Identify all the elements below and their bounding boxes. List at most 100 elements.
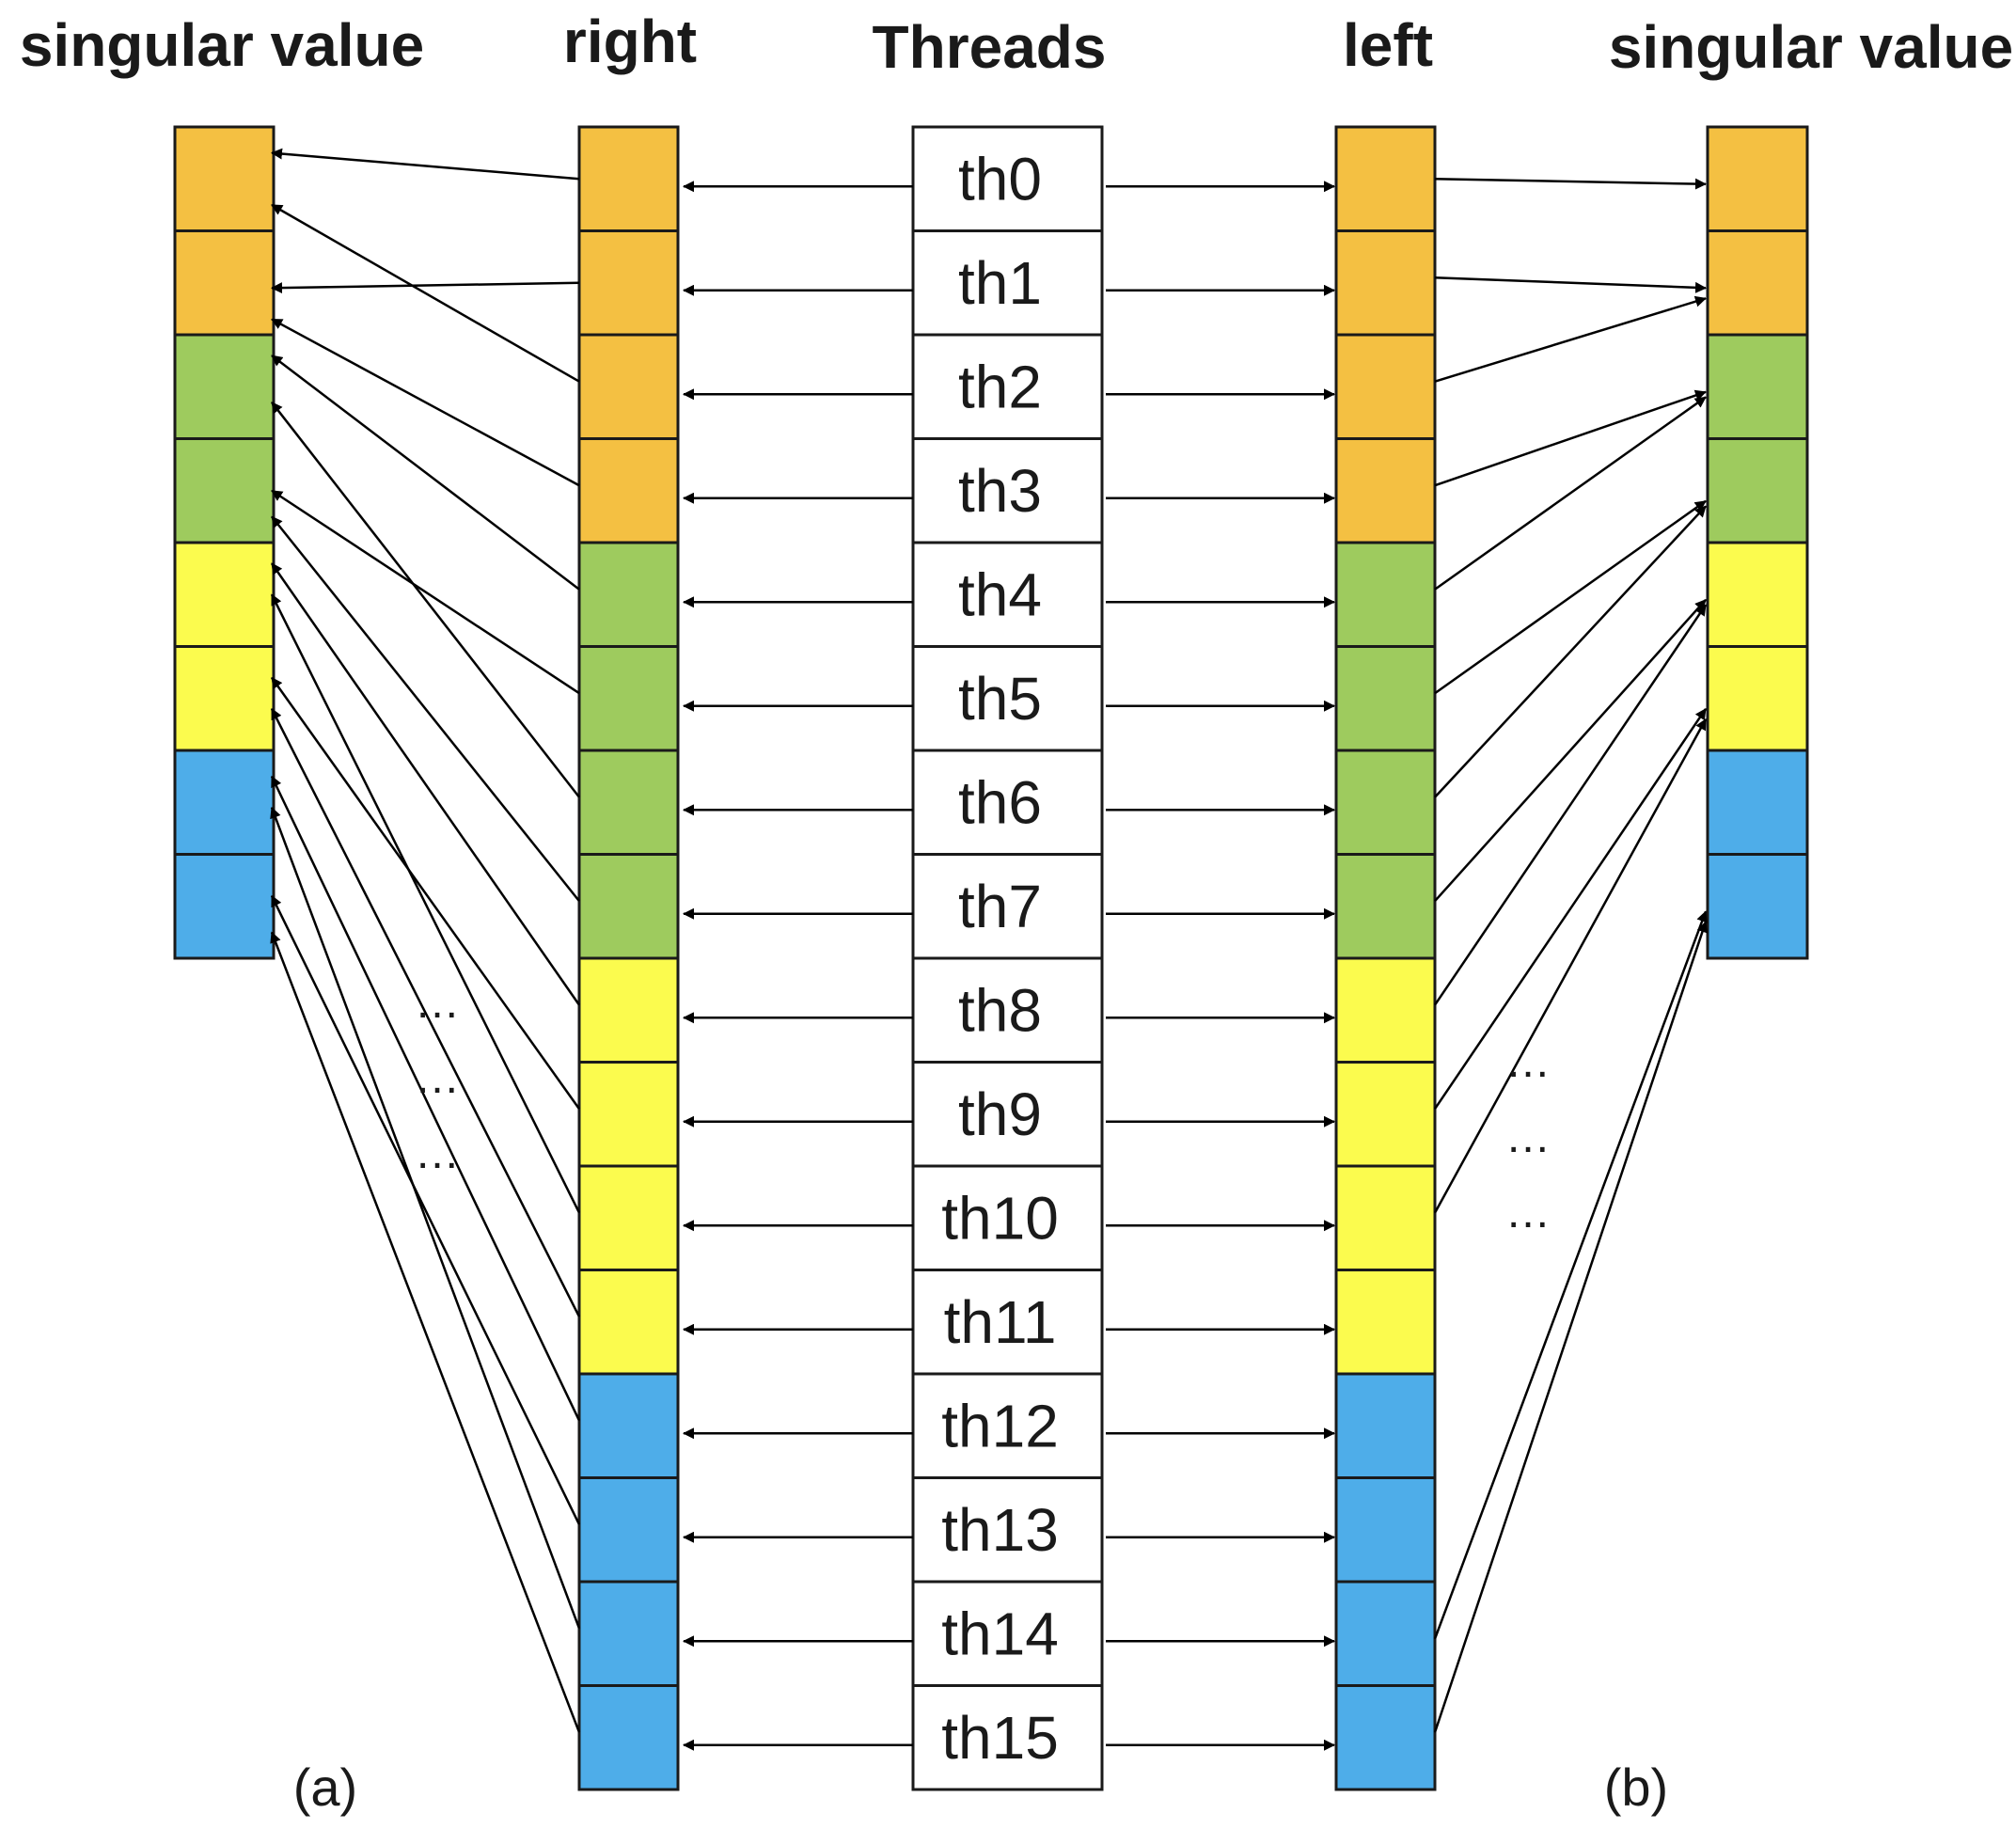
right-cell-8 (577, 956, 680, 1064)
singular-value-a-cell-4 (173, 541, 276, 648)
left-cell-11 (1334, 1269, 1437, 1376)
thread-label-10: th10 (941, 1184, 1059, 1252)
thread-cell-7 (911, 853, 1104, 960)
right-cell-10 (577, 1164, 680, 1271)
right-cell-7 (577, 853, 680, 960)
thread-label-4: th4 (958, 560, 1042, 628)
singular-value-b-cell-1 (1706, 229, 1809, 337)
arrow-left-to-singular-0 (1434, 178, 1707, 190)
singular-value-b-cell-6 (1706, 749, 1809, 856)
thread-cell-4 (911, 541, 1104, 648)
arrow-right-to-singular-7 (271, 515, 580, 903)
thread-label-9: th9 (958, 1080, 1042, 1148)
arrow-right-to-singular-4 (271, 355, 580, 591)
arrow-left-to-singular-9 (1433, 707, 1708, 1110)
ellipsis-a-2: ... (417, 1053, 460, 1103)
arrows-layer (270, 148, 1709, 1751)
right-cell-0 (577, 125, 680, 232)
ellipsis-a-3: ... (417, 1128, 460, 1178)
arrow-left-to-singular-5 (1434, 499, 1707, 695)
singular-value-a-cell-2 (173, 333, 276, 440)
right-cell-9 (577, 1061, 680, 1168)
arrow-right-to-singular-14 (270, 806, 581, 1630)
thread-label-5: th5 (958, 665, 1042, 733)
left-cell-8 (1334, 956, 1437, 1064)
header-threads: Threads (873, 13, 1107, 81)
arrow-left-to-singular-3 (1434, 389, 1707, 487)
ellipsis-a-1: ... (417, 978, 460, 1028)
thread-cell-15 (911, 1684, 1104, 1791)
caption-a: (a) (293, 1758, 357, 1817)
arrow-left-to-singular-15 (1433, 921, 1709, 1733)
arrow-left-to-singular-1 (1434, 276, 1707, 293)
left-cell-5 (1334, 645, 1437, 752)
right-cell-5 (577, 645, 680, 752)
cells-layer (173, 125, 1809, 1791)
thread-label-7: th7 (958, 873, 1042, 940)
thread-cell-6 (911, 749, 1104, 856)
thread-label-3: th3 (958, 457, 1042, 525)
arrow-right-to-singular-15 (270, 931, 581, 1733)
thread-label-1: th1 (958, 249, 1042, 317)
ellipsis-b-1: ... (1507, 1037, 1551, 1087)
left-cell-13 (1334, 1476, 1437, 1584)
left-cell-3 (1334, 437, 1437, 544)
arrow-right-to-singular-9 (270, 676, 581, 1110)
singular-value-a-cell-5 (173, 645, 276, 752)
thread-label-12: th12 (941, 1392, 1059, 1459)
thread-labels-layer: th0th1th2th3th4th5th6th7th8th9th10th11th… (941, 145, 1059, 1772)
arrow-right-to-singular-1 (271, 281, 580, 294)
right-cell-11 (577, 1269, 680, 1376)
arrow-right-to-singular-11 (270, 707, 581, 1317)
singular-value-b-cell-3 (1706, 437, 1809, 544)
arrow-right-to-singular-12 (270, 775, 581, 1422)
right-cell-15 (577, 1684, 680, 1791)
thread-cell-3 (911, 437, 1104, 544)
arrow-right-to-singular-10 (270, 593, 581, 1214)
arrow-right-to-singular-6 (271, 402, 580, 798)
right-cell-12 (577, 1372, 680, 1479)
thread-cell-0 (911, 125, 1104, 232)
right-cell-2 (577, 333, 680, 440)
arrow-left-to-singular-14 (1433, 910, 1708, 1640)
header-singular-value-a: singular value (20, 11, 424, 79)
singular-value-a-cell-6 (173, 749, 276, 856)
arrow-right-to-singular-13 (270, 894, 581, 1525)
header-left: left (1343, 11, 1433, 79)
left-cell-0 (1334, 125, 1437, 232)
header-right: right (563, 8, 697, 75)
thread-label-6: th6 (958, 768, 1042, 836)
ellipsis-b-2: ... (1507, 1112, 1551, 1162)
arrow-right-to-singular-2 (271, 203, 580, 383)
right-cell-14 (577, 1580, 680, 1687)
left-cell-15 (1334, 1684, 1437, 1791)
singular-value-b-cell-5 (1706, 645, 1809, 752)
left-cell-7 (1334, 853, 1437, 960)
singular-value-a-cell-0 (173, 125, 276, 232)
thread-label-0: th0 (958, 145, 1042, 213)
right-cell-1 (577, 229, 680, 337)
singular-value-b-cell-2 (1706, 333, 1809, 440)
right-cell-6 (577, 749, 680, 856)
arrow-left-to-singular-6 (1434, 505, 1707, 798)
thread-label-15: th15 (941, 1704, 1059, 1772)
thread-cell-12 (911, 1372, 1104, 1479)
thread-cell-1 (911, 229, 1104, 337)
right-cell-4 (577, 541, 680, 648)
arrow-left-to-singular-2 (1434, 295, 1707, 383)
left-cell-6 (1334, 749, 1437, 856)
thread-label-14: th14 (941, 1600, 1059, 1667)
left-cell-1 (1334, 229, 1437, 337)
thread-cell-14 (911, 1580, 1104, 1687)
arrow-left-to-singular-8 (1433, 604, 1708, 1006)
arrow-left-to-singular-7 (1434, 598, 1707, 903)
ellipsis-b-3: ... (1507, 1188, 1551, 1238)
left-cell-9 (1334, 1061, 1437, 1168)
arrow-right-to-singular-0 (271, 148, 580, 181)
singular-value-a-cell-3 (173, 437, 276, 544)
left-cell-4 (1334, 541, 1437, 648)
arrow-right-to-singular-8 (270, 562, 581, 1006)
thread-cell-9 (911, 1061, 1104, 1168)
thread-cell-10 (911, 1164, 1104, 1271)
